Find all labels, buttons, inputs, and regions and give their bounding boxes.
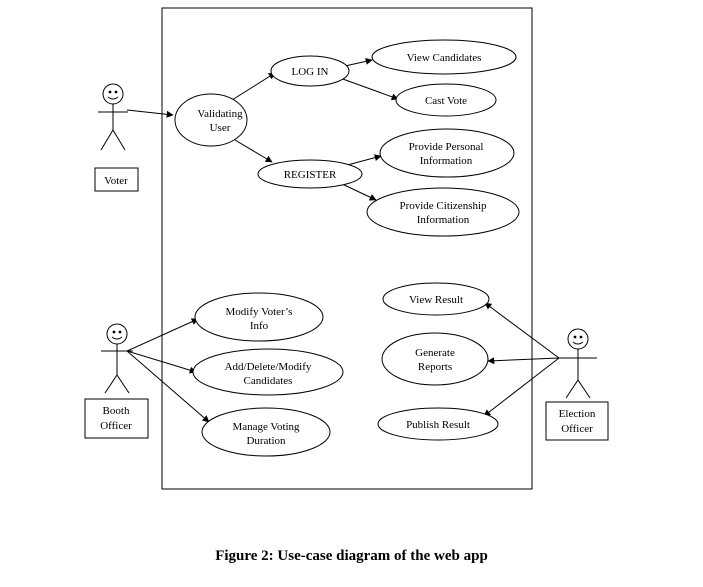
election-officer-label-2: Officer: [561, 423, 593, 435]
provide-personal-info-label-2: Information: [420, 155, 473, 167]
use-case-provide-citizenship-info: [366, 187, 520, 237]
election-to-generate-reports: [487, 357, 560, 365]
manage-voting-duration-label-2: Duration: [246, 435, 286, 447]
election-officer-label: Election: [559, 408, 596, 420]
use-case-cast-vote: [395, 83, 497, 117]
use-case-view-candidates: [371, 39, 517, 75]
voter-head: [102, 83, 124, 105]
actor-election-officer: [559, 328, 597, 399]
figure-caption: Figure 2: Use-case diagram of the web ap…: [215, 548, 488, 564]
generate-reports-label-2: Reports: [418, 361, 452, 373]
voter-label-box: [94, 167, 139, 192]
use-case-generate-reports: [381, 332, 489, 386]
provide-citizenship-info-label: Provide Citizenship: [399, 200, 487, 212]
booth-officer-label-2: Officer: [100, 420, 132, 432]
publish-result-label: Publish Result: [406, 419, 470, 431]
validating-user-label-2: User: [210, 122, 231, 134]
election-officer-head: [567, 328, 589, 350]
add-delete-modify-label-2: Candidates: [244, 375, 293, 387]
booth-officer-label-box: [84, 398, 149, 439]
use-case-log-in: [270, 55, 350, 87]
use-case-validating-user: [174, 93, 248, 147]
use-case-register: [257, 159, 363, 189]
view-result-label: View Result: [409, 294, 463, 306]
validating-to-login: [231, 72, 276, 101]
actor-voter: [98, 83, 128, 151]
use-case-add-delete-modify-candidates: [192, 348, 344, 396]
manage-voting-duration-label: Manage Voting: [232, 421, 300, 433]
election-to-publish-result: [483, 357, 560, 417]
use-case-modify-voters-info: [194, 292, 324, 342]
login-to-view-candidates: [344, 57, 373, 67]
voter-to-validating-user: [126, 109, 174, 118]
validating-user-label: Validating: [197, 108, 243, 120]
booth-to-modify-voters-info: [126, 318, 199, 352]
login-to-cast-vote: [339, 77, 399, 101]
booth-officer-label: Booth: [103, 405, 130, 417]
associations: [126, 57, 560, 423]
provide-citizenship-info-label-2: Information: [417, 214, 470, 226]
register-label: REGISTER: [284, 169, 337, 181]
provide-personal-info-label: Provide Personal: [409, 141, 484, 153]
election-officer-label-box: [545, 401, 609, 441]
log-in-label: LOG IN: [292, 66, 329, 78]
use-case-publish-result: [377, 407, 499, 441]
add-delete-modify-label: Add/Delete/Modify: [225, 361, 312, 373]
booth-to-manage-voting-duration: [126, 350, 210, 423]
modify-voters-info-label: Modify Voter’s: [226, 306, 293, 318]
election-to-view-result: [484, 302, 560, 359]
generate-reports-label: Generate: [415, 347, 455, 359]
use-case-provide-personal-info: [379, 128, 515, 178]
use-case-view-result: [382, 282, 490, 316]
modify-voters-info-label-2: Info: [250, 320, 269, 332]
use-case-ellipses: [174, 39, 520, 457]
system-boundary: [161, 7, 533, 490]
use-case-labels: Validating User LOG IN REGISTER View Can…: [197, 52, 487, 447]
register-to-citizenship-info: [339, 182, 377, 201]
actor-booth-officer: [101, 323, 133, 394]
use-case-manage-voting-duration: [201, 407, 331, 457]
view-candidates-label: View Candidates: [407, 52, 482, 64]
booth-officer-head: [106, 323, 128, 345]
cast-vote-label: Cast Vote: [425, 95, 467, 107]
voter-label: Voter: [104, 175, 128, 187]
validating-to-register: [234, 139, 273, 163]
booth-to-add-delete-modify: [126, 350, 197, 374]
